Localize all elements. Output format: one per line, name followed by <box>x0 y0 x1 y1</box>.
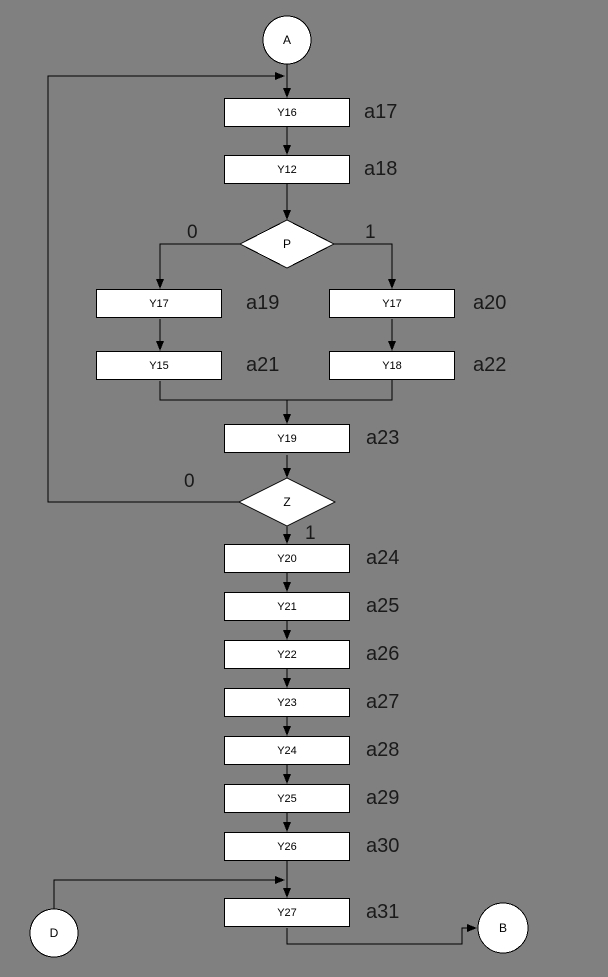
process-box-y20: Y20 <box>224 544 350 573</box>
annotation-a31: a31 <box>366 901 400 923</box>
process-box-y19: Y19 <box>224 424 350 453</box>
arrowheads <box>156 72 477 932</box>
terminal-a-label: A <box>282 33 292 47</box>
annotation-a25: a25 <box>366 595 400 617</box>
process-box-label: Y20 <box>277 552 297 565</box>
process-box-y26: Y26 <box>224 832 350 861</box>
arrowhead-right-icon <box>467 924 477 932</box>
process-box-label: Y12 <box>277 163 297 176</box>
annotation-a30: a30 <box>366 835 400 857</box>
process-box-label: Y21 <box>277 600 297 613</box>
terminal-d-shape <box>29 908 79 958</box>
arrowhead-down-icon <box>283 414 291 424</box>
decision-z-shape <box>237 477 337 527</box>
arrowhead-down-icon <box>283 822 291 832</box>
process-box-y15: Y15 <box>96 351 222 380</box>
arrowhead-down-icon <box>283 88 291 98</box>
process-box-label: Y17 <box>149 297 169 310</box>
terminal-b-label: B <box>498 921 508 935</box>
process-box-label: Y18 <box>382 359 402 372</box>
arrowhead-down-icon <box>283 145 291 155</box>
arrowhead-down-icon <box>283 774 291 784</box>
annotation-a20: a20 <box>473 292 507 314</box>
decision-p-shape <box>238 219 336 269</box>
arrowhead-right-icon <box>275 72 285 80</box>
arrowhead-down-icon <box>283 678 291 688</box>
process-box-y23: Y23 <box>224 688 350 717</box>
branch-label-p-1: 1 <box>365 222 376 243</box>
arrowhead-down-icon <box>283 534 291 544</box>
process-box-label: Y17 <box>382 297 402 310</box>
arrowhead-down-icon <box>283 210 291 220</box>
terminal-b-shape <box>477 902 529 954</box>
decision-z-label: Z <box>283 495 291 509</box>
process-box-label: Y19 <box>277 432 297 445</box>
arrowhead-down-icon <box>156 279 164 289</box>
process-box-label: Y23 <box>277 696 297 709</box>
terminal-a-shape <box>262 15 312 65</box>
process-box-label: Y16 <box>277 106 297 119</box>
process-box-label: Y25 <box>277 792 297 805</box>
annotation-a24: a24 <box>366 547 400 569</box>
process-box-y27: Y27 <box>224 898 350 927</box>
process-box-y18: Y18 <box>329 351 455 380</box>
branch-label-z-1: 1 <box>305 523 316 544</box>
annotation-a19: a19 <box>246 292 280 314</box>
arrowhead-right-icon <box>275 876 285 884</box>
arrowhead-down-icon <box>388 279 396 289</box>
arrowhead-down-icon <box>283 726 291 736</box>
process-box-y12: Y12 <box>224 155 350 184</box>
process-box-y16: Y16 <box>224 98 350 127</box>
process-box-y17-right: Y17 <box>329 289 455 318</box>
arrowhead-down-icon <box>283 468 291 478</box>
process-box-label: Y15 <box>149 359 169 372</box>
arrowhead-down-icon <box>283 888 291 898</box>
process-box-label: Y26 <box>277 840 297 853</box>
annotation-a18: a18 <box>364 158 398 180</box>
annotation-a27: a27 <box>366 691 400 713</box>
arrowhead-down-icon <box>156 341 164 351</box>
terminal-d-label: D <box>49 926 59 940</box>
process-box-y17-left: Y17 <box>96 289 222 318</box>
arrowhead-down-icon <box>283 630 291 640</box>
process-box-y22: Y22 <box>224 640 350 669</box>
arrowhead-down-icon <box>388 341 396 351</box>
annotation-a28: a28 <box>366 739 400 761</box>
annotation-a22: a22 <box>473 354 507 376</box>
annotation-a17: a17 <box>364 101 398 123</box>
annotation-a26: a26 <box>366 643 400 665</box>
annotation-a29: a29 <box>366 787 400 809</box>
branch-label-z-0: 0 <box>184 471 195 492</box>
process-box-y25: Y25 <box>224 784 350 813</box>
decision-p-label: P <box>282 237 292 251</box>
annotation-a23: a23 <box>366 427 400 449</box>
arrowhead-down-icon <box>283 582 291 592</box>
process-box-label: Y22 <box>277 648 297 661</box>
process-box-y24: Y24 <box>224 736 350 765</box>
process-box-y21: Y21 <box>224 592 350 621</box>
process-box-label: Y24 <box>277 744 297 757</box>
branch-label-p-0: 0 <box>187 222 198 243</box>
process-box-label: Y27 <box>277 906 297 919</box>
annotation-a21: a21 <box>246 354 280 376</box>
